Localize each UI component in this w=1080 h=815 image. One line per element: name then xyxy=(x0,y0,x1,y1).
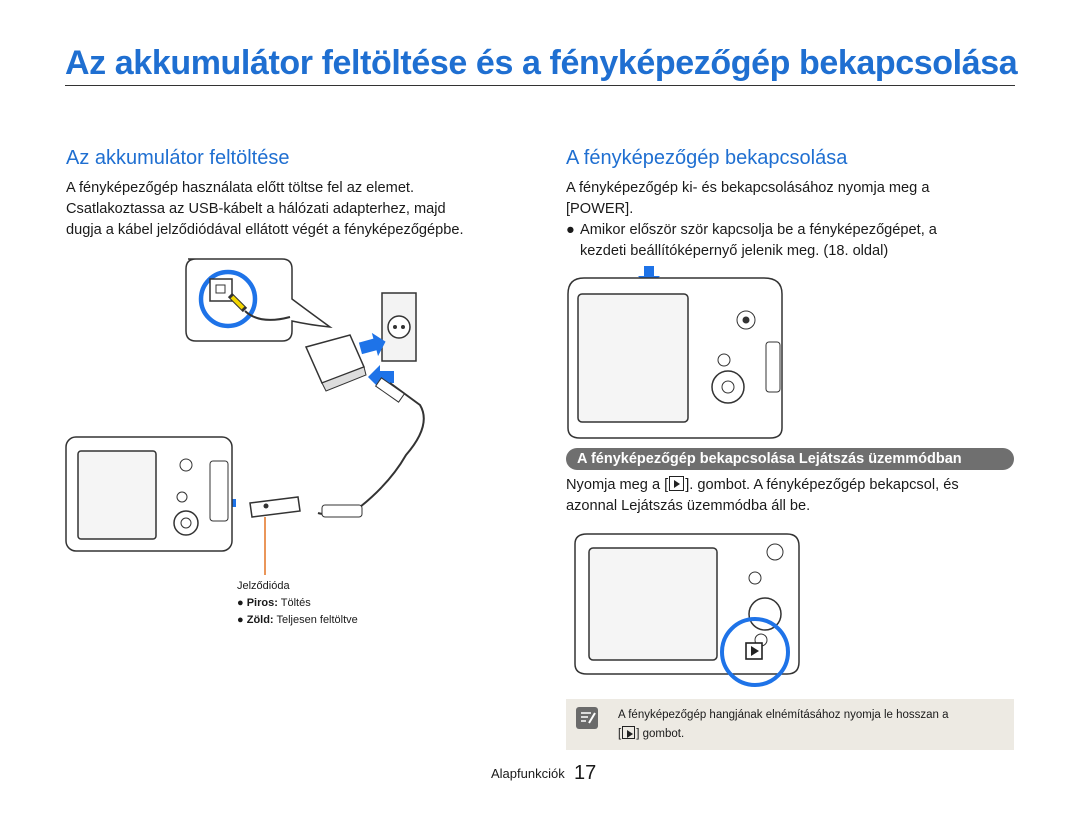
bullet-line: Amikor először ször kapcsolja be a fényk… xyxy=(580,222,937,238)
bullet-item: ● Amikor először ször kapcsolja be a fén… xyxy=(566,220,1016,262)
left-paragraph-line: dugja a kábel jelződiódával ellátott vég… xyxy=(66,222,464,238)
camera-playback-illustration xyxy=(574,533,800,687)
camera-screen xyxy=(77,450,157,540)
note-line: A fényképezőgép hangjának elnémításához … xyxy=(618,709,949,721)
playback-subheading: A fényképezőgép bekapcsolása Lejátszás ü… xyxy=(566,448,1014,470)
arrow-right-icon xyxy=(358,332,386,357)
indicator-item-green: ● Zöld: Teljesen feltöltve xyxy=(237,612,358,629)
note-text-post: ] gombot. xyxy=(636,728,685,740)
page-number: 17 xyxy=(574,762,597,784)
play-button-icon xyxy=(622,726,636,739)
indicator-item-name: Piros: xyxy=(246,597,278,609)
bullet-line: kezdeti beállítóképernyő jelenik meg. (1… xyxy=(580,243,889,259)
bullet: ● xyxy=(237,597,244,609)
indicator-item-desc: Teljesen feltöltve xyxy=(276,614,358,626)
zoom-highlight-circle xyxy=(198,269,258,329)
power-button-label: [POWER]. xyxy=(566,201,634,217)
indicator-label: Jelződióda xyxy=(237,580,290,592)
note-box xyxy=(566,699,1014,750)
right-intro: A fényképezőgép ki- és bekapcsolásához n… xyxy=(566,178,1016,262)
note-icon xyxy=(576,707,598,729)
zoom-callout xyxy=(185,258,333,342)
right-section-heading: A fényképezőgép bekapcsolása xyxy=(566,147,848,169)
left-paragraph-line: A fényképezőgép használata előtt töltse … xyxy=(66,180,415,196)
playback-text-pre: Nyomja meg a [ xyxy=(566,477,669,493)
playback-text-post: ]. gombot. A fényképezőgép bekapcsol, és xyxy=(685,477,959,493)
indicator-item-name: Zöld: xyxy=(246,614,274,626)
playback-highlight-circle xyxy=(720,617,790,687)
right-intro-line: A fényképezőgép ki- és bekapcsolásához n… xyxy=(566,180,930,196)
indicator-item-red: ● Piros: Töltés xyxy=(237,595,311,612)
title-rule xyxy=(65,85,1015,86)
playback-line: azonnal Lejátszás üzemmódba áll be. xyxy=(566,498,811,514)
playback-paragraph: Nyomja meg a [ ]. gombot. A fényképezőgép… xyxy=(566,475,1021,517)
left-paragraph-line: Csatlakoztassa az USB-kábelt a hálózati … xyxy=(66,201,446,217)
play-button-icon xyxy=(669,476,685,491)
left-paragraph: A fényképezőgép használata előtt töltse … xyxy=(66,178,536,241)
bullet: ● xyxy=(566,222,575,238)
note-text-pre: [ xyxy=(618,728,622,740)
footer-section-label: Alapfunkciók xyxy=(491,766,565,781)
note-text: A fényképezőgép hangjának elnémításához … xyxy=(618,706,998,744)
left-section-heading: Az akkumulátor feltöltése xyxy=(66,147,290,169)
bullet: ● xyxy=(237,614,244,626)
camera-screen xyxy=(577,293,689,423)
camera-power-illustration xyxy=(567,266,783,439)
indicator-item-desc: Töltés xyxy=(280,597,311,609)
arrow-down-icon xyxy=(638,266,660,287)
page-title: Az akkumulátor feltöltése és a fényképez… xyxy=(65,44,1018,82)
camera-screen xyxy=(588,547,718,661)
charging-illustration xyxy=(65,258,425,575)
